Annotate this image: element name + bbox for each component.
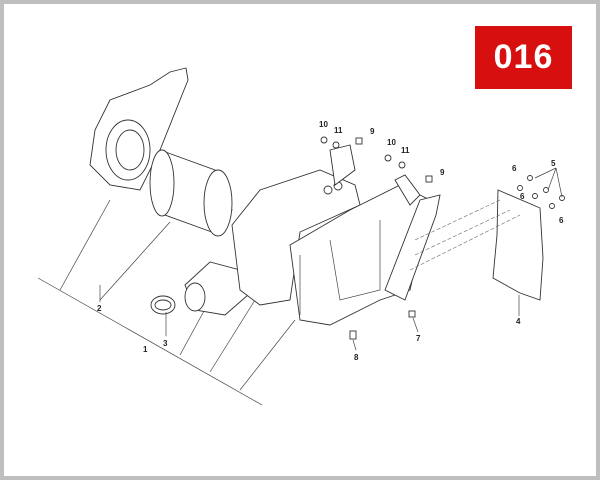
callout-11: 11 — [401, 146, 410, 155]
callout-6: 6 — [512, 164, 517, 173]
airbox-housing — [231, 169, 431, 326]
intake-duct — [184, 261, 249, 316]
bracket — [394, 174, 421, 206]
callout-6: 6 — [559, 216, 564, 225]
callout-leaders — [99, 167, 563, 351]
callout-5: 5 — [551, 159, 556, 168]
callout-3: 3 — [163, 339, 168, 348]
callout-10: 10 — [319, 120, 328, 129]
bracket — [329, 144, 356, 186]
assembly-bracket-line — [37, 277, 263, 406]
fasteners — [320, 136, 565, 340]
callout-9: 9 — [370, 127, 375, 136]
hose-clamp — [150, 295, 176, 315]
alignment-lines — [409, 199, 521, 271]
callout-9: 9 — [440, 168, 445, 177]
side-cover — [384, 194, 441, 301]
page-number-badge: 016 — [475, 26, 572, 89]
callout-1: 1 — [143, 345, 148, 354]
air-filter-element — [149, 149, 233, 237]
panel — [492, 189, 544, 301]
callout-10: 10 — [387, 138, 396, 147]
callout-2: 2 — [97, 304, 102, 313]
leader-lines — [59, 199, 296, 391]
callout-8: 8 — [354, 353, 359, 362]
callout-11: 11 — [334, 126, 343, 135]
callout-6: 6 — [520, 192, 525, 201]
intake-flange — [89, 67, 189, 191]
callout-4: 4 — [516, 317, 521, 326]
callout-7: 7 — [416, 334, 421, 343]
